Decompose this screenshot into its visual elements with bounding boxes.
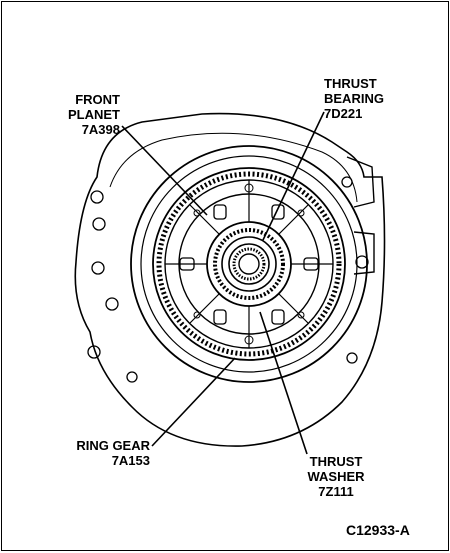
thrust-washer-line1: THRUST — [309, 454, 363, 469]
leader-front-planet — [121, 125, 208, 216]
thrust-washer-line2: WASHER — [307, 469, 365, 484]
thrust-bearing-ring — [213, 228, 285, 300]
ring-gear-outer — [152, 167, 346, 361]
thrust-bearing-line1: THRUST — [324, 76, 377, 91]
planet-pinions — [179, 204, 319, 325]
leader-thrust-washer — [259, 311, 308, 455]
thrust-bearing-part: 7D221 — [324, 106, 363, 121]
carrier-spokes — [165, 180, 333, 348]
thrust-washer-part: 7Z111 — [318, 484, 354, 499]
front-planet-part: 7A398 — [81, 122, 120, 137]
thrust-bearing-line2: BEARING — [324, 91, 384, 106]
leader-thrust-bearing — [262, 111, 325, 241]
case-housing — [74, 112, 386, 447]
right-flange — [346, 156, 375, 208]
ring-gear-part: 7A153 — [111, 453, 150, 468]
front-planet-line2: PLANET — [68, 107, 120, 122]
label-front-planet: FRONT PLANET 7A398 — [42, 92, 120, 137]
shaft-splines — [232, 247, 266, 281]
ring-gear-teeth — [156, 171, 342, 357]
label-ring-gear: RING GEAR 7A153 — [42, 438, 150, 468]
hub-outer — [206, 221, 292, 307]
hub-inner — [221, 236, 277, 292]
leader-ring-gear — [151, 357, 236, 447]
case-bolt-holes — [87, 176, 369, 383]
case-inner-rim — [109, 132, 358, 203]
carrier-marks — [193, 183, 305, 345]
figure-id: C12933-A — [346, 522, 410, 538]
front-planet-line1: FRONT — [75, 92, 120, 107]
label-thrust-bearing: THRUST BEARING 7D221 — [324, 76, 384, 121]
label-thrust-washer: THRUST WASHER 7Z111 — [302, 454, 370, 499]
thrust-washer — [228, 243, 270, 285]
shaft-bore — [238, 253, 260, 275]
ring-gear-line1: RING GEAR — [76, 438, 150, 453]
